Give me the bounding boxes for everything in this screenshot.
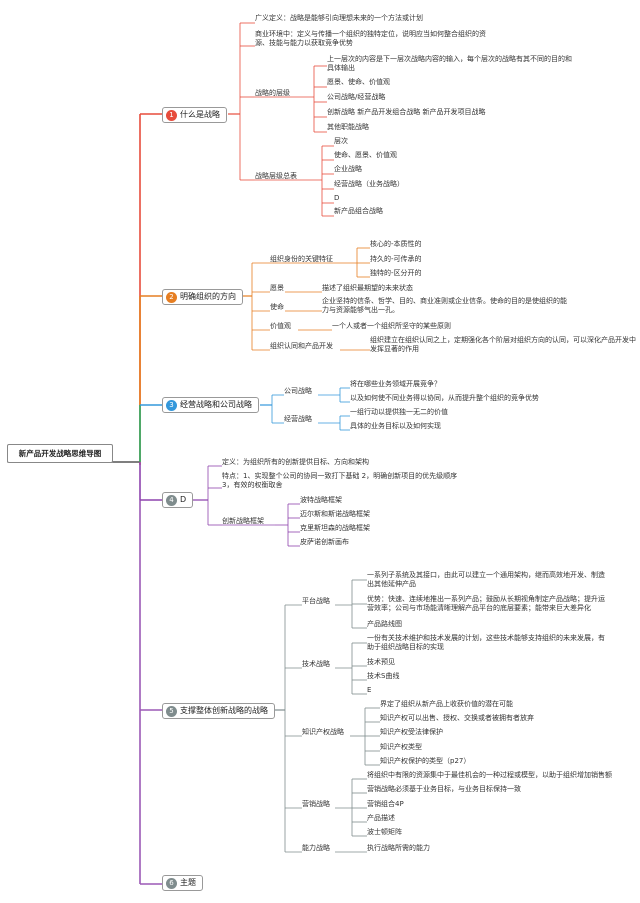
- node-ip-legal[interactable]: 知识产权受法律保护: [380, 728, 443, 736]
- branch-label: 明确组织的方向: [180, 292, 236, 301]
- node-values-desc[interactable]: 一个人或者一个组织所坚守的某些原则: [332, 322, 451, 330]
- node-vision-mission-values[interactable]: 愿景、使命、价值观: [327, 78, 390, 86]
- node-business-definition[interactable]: 商业环境中：定义与传播一个组织的独特定位，说明应当如何整合组织的资源、技能与能力…: [255, 30, 486, 47]
- node-identity-dev-desc[interactable]: 组织建立在组织认同之上，定期强化各个阶层对组织方向的认同，可以深化产品开发中发挥…: [370, 336, 636, 353]
- node-ip-types[interactable]: 知识产权类型: [380, 743, 422, 751]
- node-technology-s-curve[interactable]: 技术S曲线: [367, 672, 400, 680]
- root-node[interactable]: 新产品开发战略思维导图: [7, 444, 113, 463]
- node-mission-desc[interactable]: 企业坚持的信条、哲学、目的、商业准则或企业信条。使命的目的是使组织的能力与资源能…: [322, 297, 567, 314]
- number-badge-icon: 5: [166, 705, 177, 717]
- node-compete-where[interactable]: 将在哪些业务领域开展竞争？: [350, 380, 441, 388]
- node-technology-strategy[interactable]: 技术战略: [302, 660, 330, 668]
- node-strategy-levels[interactable]: 战略的层级: [255, 89, 290, 97]
- node-marketing-resources[interactable]: 将组织中有限的资源集中于最佳机会的一种过程或模型，以助于组织增加销售额: [367, 771, 612, 779]
- node-mission[interactable]: 使命: [270, 303, 284, 311]
- node-vision[interactable]: 愿景: [270, 284, 284, 292]
- node-innovation-features[interactable]: 特点：1、实现整个公司的协同一致打下基础 2，明确创新项目的优先级顺序 3，有效…: [222, 472, 458, 489]
- node-distinctive[interactable]: 独特的-区分开的: [370, 269, 422, 277]
- node-platform-advantages[interactable]: 优势：快速、连续地推出一系列产品；鼓励从长期视角制定产品战略；提升运营效率；公司…: [367, 595, 605, 612]
- node-innovation-definition[interactable]: 定义：为组织所有的创新提供目标、方向和架构: [222, 458, 369, 466]
- node-innovation-strategy[interactable]: 创新战略 新产品开发组合战略 新产品开发项目战略: [327, 108, 486, 116]
- node-core[interactable]: 核心的-本质性的: [370, 240, 422, 248]
- node-d[interactable]: D: [334, 194, 340, 202]
- node-business-strategy-2[interactable]: 经营战略: [284, 415, 312, 423]
- node-level-input[interactable]: 上一层次的内容是下一层次战略内容的输入，每个层次的战略有其不同的目的和具体输出: [327, 55, 572, 72]
- branch-label: D: [180, 495, 187, 504]
- node-marketing-goals[interactable]: 营销战略必须基于业务目标，与业务目标保持一致: [367, 785, 521, 793]
- node-ip-protection[interactable]: 知识产权保护的类型（p27）: [380, 757, 471, 765]
- branch-label: 支撑整体创新战略的战略: [180, 706, 268, 715]
- node-identity-dev[interactable]: 组织认同和产品开发: [270, 342, 333, 350]
- node-identity-features[interactable]: 组织身份的关键特征: [270, 255, 333, 263]
- node-platform-strategy[interactable]: 平台战略: [302, 597, 330, 605]
- node-bcg-matrix[interactable]: 波士顿矩阵: [367, 828, 402, 836]
- node-product-roadmap[interactable]: 产品路线图: [367, 620, 402, 628]
- node-marketing-strategy[interactable]: 营销战略: [302, 800, 330, 808]
- branch-label: 经营战略和公司战略: [180, 400, 252, 409]
- node-portfolio-strategy[interactable]: 新产品组合战略: [334, 207, 383, 215]
- number-badge-icon: 1: [166, 109, 177, 121]
- node-level[interactable]: 层次: [334, 137, 348, 145]
- node-ip-value[interactable]: 界定了组织从新产品上收获价值的潜在可能: [380, 700, 513, 708]
- node-miles-snow-framework[interactable]: 迈尔斯和斯诺战略框架: [300, 510, 370, 518]
- node-enterprise-strategy[interactable]: 企业战略: [334, 165, 362, 173]
- node-values[interactable]: 价值观: [270, 322, 291, 330]
- number-badge-icon: 4: [166, 494, 177, 506]
- node-technology-foresight[interactable]: 技术预见: [367, 658, 395, 666]
- node-enduring[interactable]: 持久的-可传承的: [370, 255, 422, 263]
- branch-label: 主题: [180, 878, 196, 887]
- node-synergy[interactable]: 以及如何使不同业务得以协同，从而提升整个组织的竞争优势: [350, 394, 539, 402]
- node-porter-framework[interactable]: 波特战略框架: [300, 496, 342, 504]
- node-christensen-framework[interactable]: 克里斯坦森的战略框架: [300, 524, 370, 532]
- number-badge-icon: 3: [166, 399, 177, 411]
- branch-label: 什么是战略: [180, 110, 220, 119]
- node-capability-strategy[interactable]: 能力战略: [302, 844, 330, 852]
- number-badge-icon: 6: [166, 877, 177, 889]
- node-ip-transfer[interactable]: 知识产权可以出售、授权、交换或者被拥有者放弃: [380, 714, 534, 722]
- node-unique-value[interactable]: 一组行动以提供独一无二的价值: [350, 408, 448, 416]
- node-technology-plan[interactable]: 一份有关技术维护和技术发展的计划，这些技术能够支持组织的未来发展，有助于组织战略…: [367, 634, 605, 651]
- node-functional-strategy[interactable]: 其他职能战略: [327, 123, 369, 131]
- node-ip-strategy[interactable]: 知识产权战略: [302, 728, 344, 736]
- node-strategy-level-table[interactable]: 战略层级总表: [255, 172, 297, 180]
- node-platform-desc[interactable]: 一系列子系统及其接口，由此可以建立一个通用架构，继而高效地开发、制造出其他延伸产…: [367, 571, 605, 588]
- node-pisano-canvas[interactable]: 皮萨诺创新画布: [300, 538, 349, 546]
- node-vision-desc[interactable]: 描述了组织最期望的未来状态: [322, 284, 413, 292]
- node-capability-desc[interactable]: 执行战略所需的能力: [367, 844, 430, 852]
- node-business-goals[interactable]: 具体的业务目标以及如何实现: [350, 422, 441, 430]
- node-innovation-framework[interactable]: 创新战略框架: [222, 517, 264, 525]
- number-badge-icon: 2: [166, 291, 177, 303]
- node-product-description[interactable]: 产品描述: [367, 814, 395, 822]
- node-marketing-4p[interactable]: 营销组合4P: [367, 800, 404, 808]
- node-corporate-business-strategy[interactable]: 公司战略/经营战略: [327, 93, 386, 101]
- node-broad-definition[interactable]: 广义定义：战略是能够引向理想未来的一个方法或计划: [255, 14, 423, 22]
- node-business-strategy[interactable]: 经营战略（业务战略）: [334, 180, 404, 188]
- node-mission-vision-values[interactable]: 使命、愿景、价值观: [334, 151, 397, 159]
- node-corporate-strategy[interactable]: 公司战略: [284, 387, 312, 395]
- node-e[interactable]: E: [367, 686, 372, 694]
